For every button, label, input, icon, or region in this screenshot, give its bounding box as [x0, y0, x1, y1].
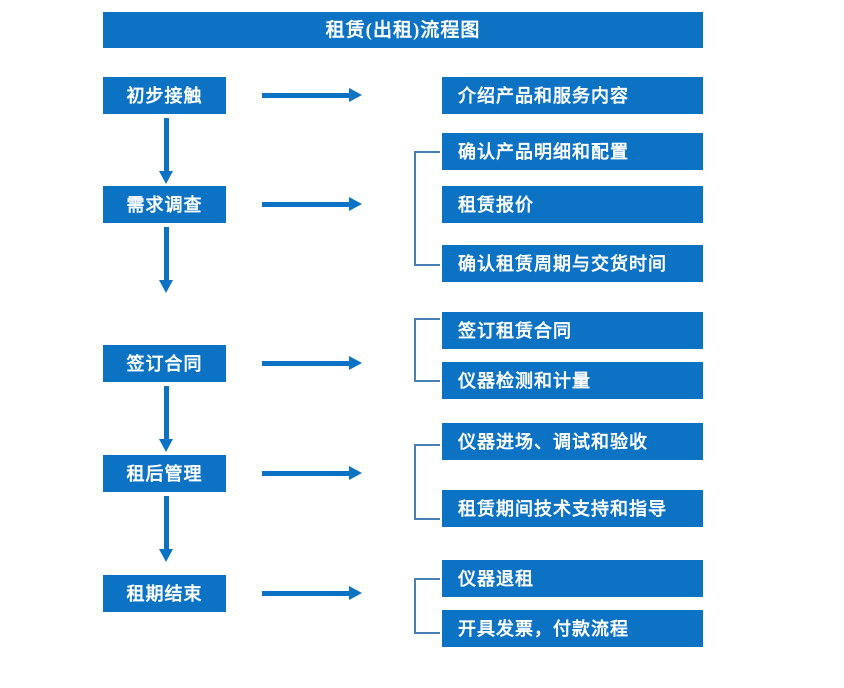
arrow-head	[349, 466, 362, 480]
arrow-shaft	[164, 118, 169, 171]
stage-box-4[interactable]: 租后管理	[103, 455, 226, 492]
vertical-arrow-1-to-2	[159, 118, 173, 184]
arrow-head	[159, 280, 173, 293]
arrow-shaft	[164, 386, 169, 439]
arrow-head	[349, 586, 362, 600]
arrow-head	[159, 549, 173, 562]
arrow-head	[349, 88, 362, 102]
detail-box-2-3[interactable]: 确认租赁周期与交货时间	[442, 245, 703, 282]
stage-box-1[interactable]: 初步接触	[103, 77, 226, 114]
horizontal-arrow-5	[262, 586, 362, 600]
horizontal-arrow-4	[262, 466, 362, 480]
arrow-shaft	[262, 93, 350, 98]
detail-box-4-2[interactable]: 租赁期间技术支持和指导	[442, 490, 703, 527]
horizontal-arrow-3	[262, 356, 362, 370]
arrow-shaft	[262, 361, 350, 366]
detail-box-1-1[interactable]: 介绍产品和服务内容	[442, 77, 703, 114]
group-bracket-4	[414, 444, 440, 520]
stage-box-2[interactable]: 需求调查	[103, 186, 226, 223]
vertical-arrow-4-to-5	[159, 496, 173, 562]
arrow-head	[159, 171, 173, 184]
group-bracket-5	[414, 578, 440, 634]
vertical-arrow-2-to-3	[159, 227, 173, 293]
arrow-head	[349, 356, 362, 370]
arrow-shaft	[164, 227, 169, 280]
detail-box-3-2[interactable]: 仪器检测和计量	[442, 362, 703, 399]
arrow-head	[349, 197, 362, 211]
arrow-shaft	[262, 202, 350, 207]
detail-box-3-1[interactable]: 签订租赁合同	[442, 312, 703, 349]
arrow-shaft	[262, 591, 350, 596]
horizontal-arrow-2	[262, 197, 362, 211]
detail-box-4-1[interactable]: 仪器进场、调试和验收	[442, 423, 703, 460]
flowchart-title: 租赁(出租)流程图	[103, 12, 703, 48]
arrow-head	[159, 439, 173, 452]
vertical-arrow-3-to-4	[159, 386, 173, 452]
stage-box-3[interactable]: 签订合同	[103, 345, 226, 382]
detail-box-2-1[interactable]: 确认产品明细和配置	[442, 133, 703, 170]
horizontal-arrow-1	[262, 88, 362, 102]
detail-box-5-2[interactable]: 开具发票，付款流程	[442, 610, 703, 647]
group-bracket-2	[414, 151, 440, 266]
stage-box-5[interactable]: 租期结束	[103, 575, 226, 612]
group-bracket-3	[414, 318, 440, 382]
detail-box-2-2[interactable]: 租赁报价	[442, 186, 703, 223]
detail-box-5-1[interactable]: 仪器退租	[442, 560, 703, 597]
arrow-shaft	[262, 471, 350, 476]
arrow-shaft	[164, 496, 169, 549]
